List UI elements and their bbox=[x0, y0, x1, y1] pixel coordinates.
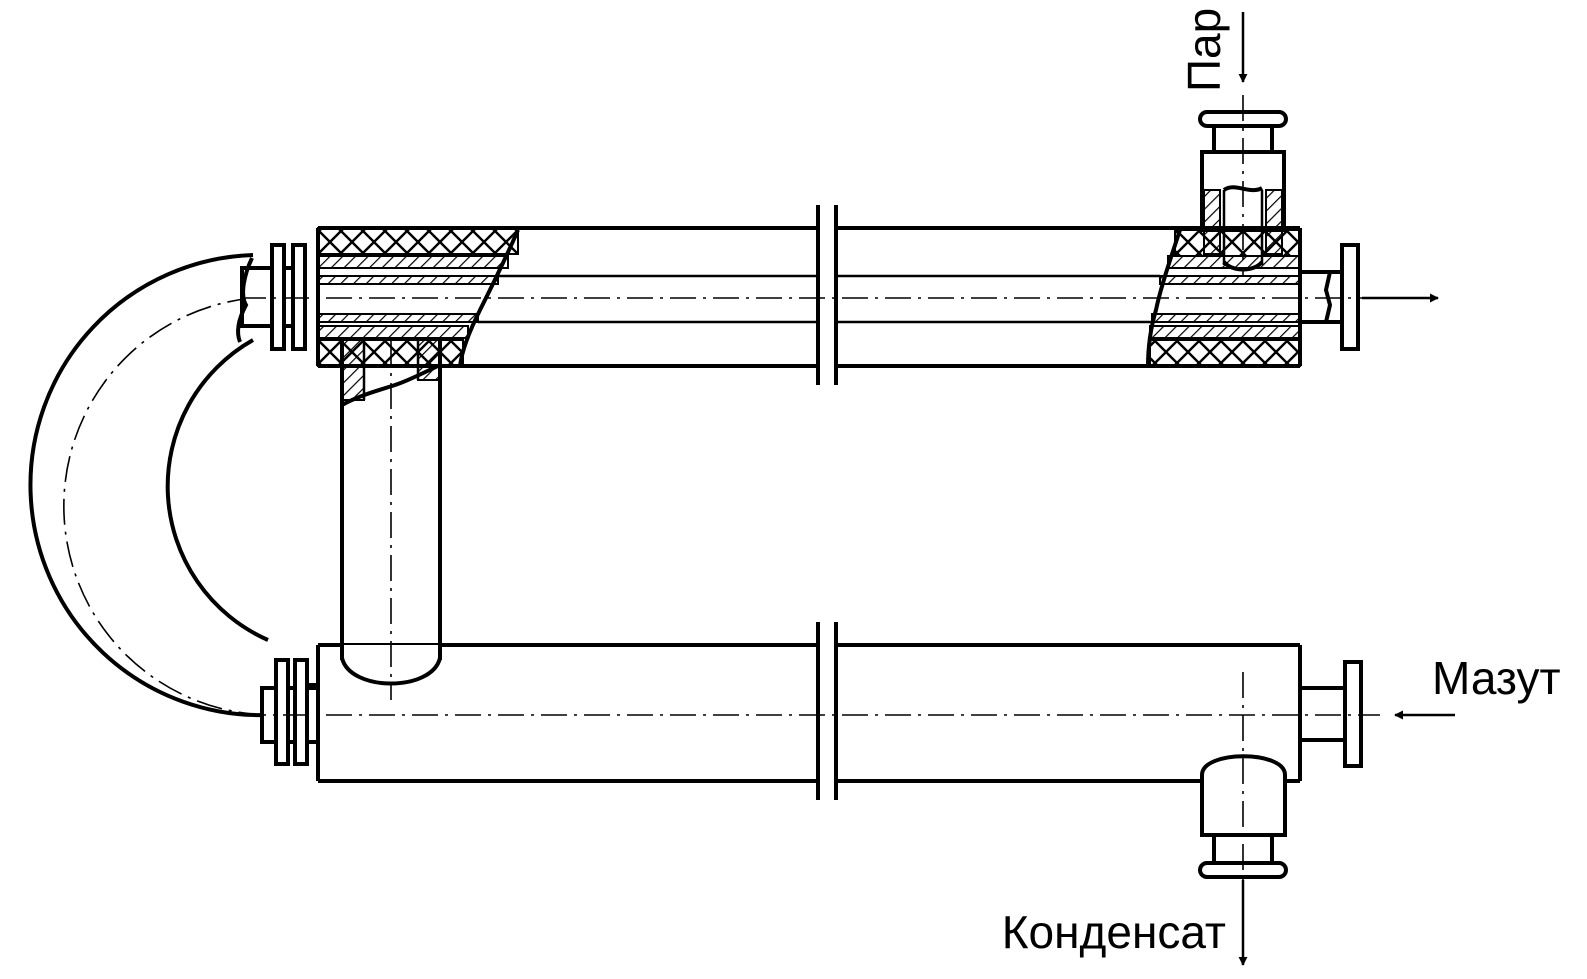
flow-arrows bbox=[1238, 12, 1455, 966]
upper-shell bbox=[316, 226, 1333, 368]
flange-lower-left bbox=[260, 658, 320, 766]
flange-upper-left bbox=[236, 243, 307, 351]
break-marks bbox=[816, 205, 838, 800]
u-bend-pipe bbox=[28, 253, 269, 718]
flange-lower-right bbox=[1343, 660, 1363, 768]
steam-label: Пар bbox=[1178, 8, 1230, 92]
lower-shell bbox=[300, 643, 1345, 783]
condensate-label: Конденсат bbox=[1002, 906, 1226, 958]
flange-upper-right bbox=[1330, 243, 1360, 351]
center-lines bbox=[240, 95, 1400, 890]
fuel-oil-label: Мазут bbox=[1432, 652, 1561, 704]
